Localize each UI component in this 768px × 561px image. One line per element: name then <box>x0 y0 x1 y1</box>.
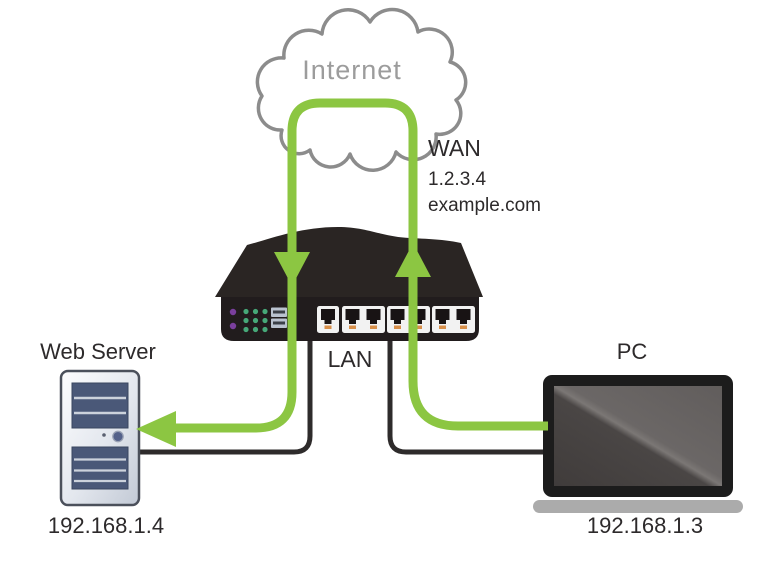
web-server-ip-label: 192.168.1.4 <box>47 513 165 538</box>
web-server-label: Web Server <box>40 339 156 364</box>
server-drive-bays-bottom <box>71 446 129 490</box>
laptop-base <box>533 500 743 513</box>
router-led-grid <box>243 308 268 333</box>
wan-label: WAN <box>428 135 481 161</box>
green-flow <box>136 98 548 447</box>
flow-arrowhead-down-router <box>274 252 310 286</box>
pc-label: PC <box>616 339 648 364</box>
lan-label: LAN <box>327 346 373 372</box>
cable-router-to-webserver <box>140 336 313 455</box>
internet-label: Internet <box>302 55 402 85</box>
laptop-screen <box>554 386 722 486</box>
pc-ip-label: 192.168.1.3 <box>586 513 704 538</box>
server-power-button <box>112 430 124 443</box>
server-small-led <box>102 433 106 437</box>
wan-domain-label: example.com <box>428 195 541 216</box>
flow-arrowhead-into-server <box>136 411 176 447</box>
router-usb-ports <box>271 307 287 328</box>
laptop <box>533 375 743 513</box>
web-server-tower <box>59 369 141 507</box>
router <box>215 227 483 341</box>
flow-arrowhead-up-router <box>395 243 431 277</box>
cable-router-to-pc <box>387 336 550 455</box>
wan-ip-label: 1.2.3.4 <box>428 169 487 190</box>
green-flow-path <box>176 98 548 433</box>
router-led-purple <box>229 308 237 316</box>
router-top-case <box>215 227 483 297</box>
server-drive-bays-top <box>71 382 129 429</box>
router-led-purple <box>229 322 237 330</box>
